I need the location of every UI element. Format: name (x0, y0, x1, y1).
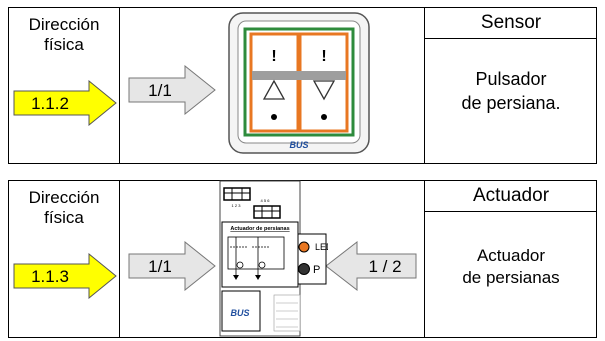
divider (424, 211, 596, 212)
device-title: Actuador de persianas (230, 226, 289, 232)
group-address-in-arrow: 1/1 (128, 241, 216, 291)
physical-address-value: 1.1.2 (31, 94, 69, 113)
divider (424, 38, 596, 39)
physical-address-arrow: 1.1.3 (13, 253, 117, 299)
bus-logo: BUS (289, 140, 308, 150)
divider (119, 181, 120, 337)
led-label: LED (315, 242, 328, 252)
actuator-description: Actuador de persianas (462, 246, 560, 287)
svg-text:!: ! (321, 48, 326, 65)
svg-text:!: ! (271, 48, 276, 65)
address-label: Dirección física (28, 188, 100, 227)
physical-address-value: 1.1.3 (31, 267, 69, 286)
group-address-arrow: 1/1 (128, 65, 216, 115)
address-label: Dirección física (28, 15, 100, 54)
group-address-out-value: 1 / 2 (368, 257, 401, 276)
svg-text:4 5 6: 4 5 6 (261, 198, 271, 203)
svg-text:1 2 3: 1 2 3 (232, 203, 242, 208)
blind-pushbutton-device: ! ! BUS (228, 12, 370, 154)
group-address-value: 1/1 (148, 81, 172, 100)
programming-label: P (313, 264, 320, 276)
divider (119, 8, 120, 163)
programming-button-icon (298, 263, 310, 275)
actuator-panel: Dirección física 1.1.3 1/1 1 / 2 1 2 3 4… (8, 180, 597, 338)
sensor-description: Pulsador de persiana. (461, 69, 561, 113)
physical-address-arrow: 1.1.2 (13, 80, 117, 126)
blind-actuator-device: 1 2 3 4 5 6 Actuador de persianas LED P … (219, 180, 328, 337)
sensor-panel: Dirección física 1.1.2 1/1 ! ! BUS Senso… (8, 7, 597, 164)
divider (424, 8, 425, 163)
group-address-out-arrow: 1 / 2 (325, 241, 417, 291)
sensor-header: Sensor (480, 12, 542, 33)
group-address-in-value: 1/1 (148, 257, 172, 276)
divider (424, 181, 425, 337)
led-indicator-icon (298, 241, 310, 253)
actuator-header: Actuador (472, 185, 550, 206)
bus-logo: BUS (230, 308, 249, 318)
